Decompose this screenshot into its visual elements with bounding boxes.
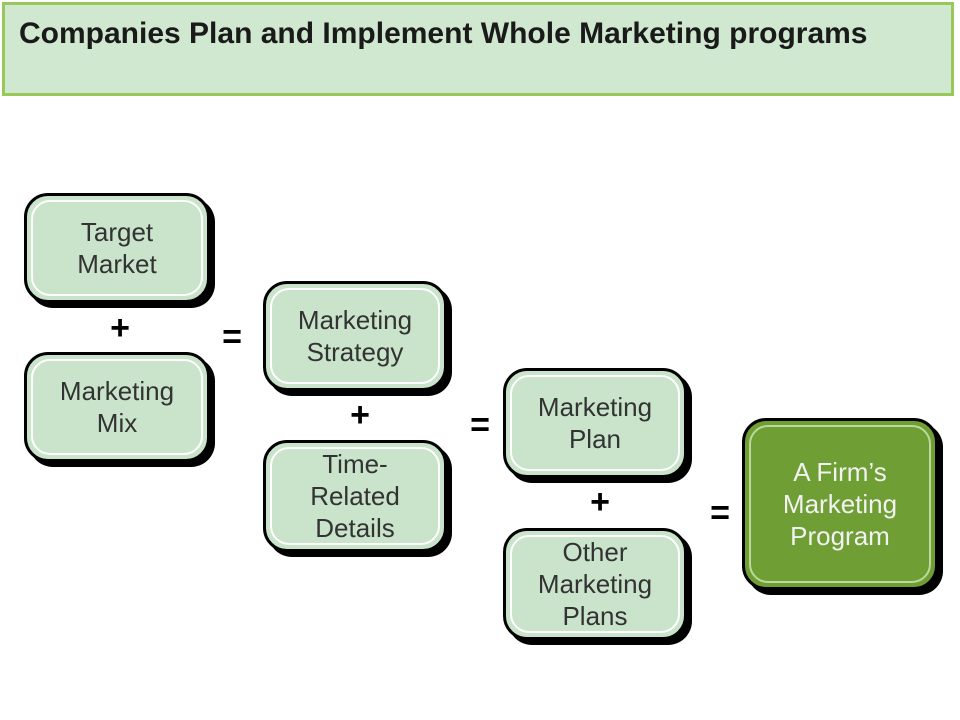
firm-marketing-program-box: A Firm’s Marketing Program	[742, 418, 938, 590]
other-marketing-plans-box: Other Marketing Plans	[503, 528, 687, 640]
marketing-mix-label: Marketing Mix	[59, 376, 175, 438]
equals-operator-3: =	[710, 494, 730, 532]
marketing-mix-box: Marketing Mix	[24, 352, 210, 462]
marketing-strategy-box: Marketing Strategy	[263, 281, 447, 391]
target-market-label: Target Market	[77, 217, 157, 279]
plus-operator-2: +	[350, 396, 370, 434]
plus-operator-1: +	[110, 309, 130, 347]
marketing-strategy-label: Marketing Strategy	[297, 305, 413, 367]
marketing-plan-label: Marketing Plan	[537, 392, 653, 454]
title-banner: Companies Plan and Implement Whole Marke…	[2, 2, 954, 96]
firm-marketing-program-label: A Firm’s Marketing Program	[782, 457, 898, 551]
equals-operator-2: =	[470, 406, 490, 444]
time-related-details-box: Time- Related Details	[263, 440, 447, 552]
page-title: Companies Plan and Implement Whole Marke…	[19, 17, 868, 50]
marketing-plan-box: Marketing Plan	[503, 368, 687, 478]
plus-operator-3: +	[590, 483, 610, 521]
other-marketing-plans-label: Other Marketing Plans	[537, 537, 653, 631]
time-related-details-label: Time- Related Details	[310, 449, 400, 543]
equals-operator-1: =	[222, 318, 242, 356]
target-market-box: Target Market	[24, 193, 210, 303]
